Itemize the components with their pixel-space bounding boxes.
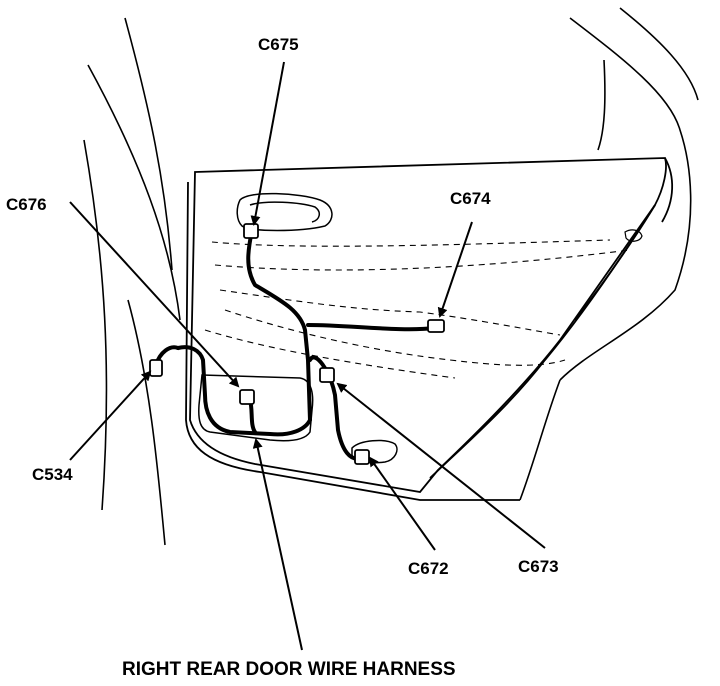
- connector-c672: [354, 449, 370, 465]
- leader-c673: [336, 382, 546, 549]
- contour-upper: [211, 239, 611, 247]
- harness-main: [176, 228, 312, 437]
- leader-c675: [250, 61, 285, 226]
- label-c676: C676: [6, 195, 47, 214]
- connector-c673: [319, 367, 335, 383]
- connector-c534: [149, 359, 163, 377]
- handle-recess: [236, 192, 333, 232]
- quarter-panel-upper: [559, 17, 692, 381]
- contour-pocket: [204, 329, 456, 379]
- connector-c674: [427, 319, 445, 333]
- handle-recess-inner: [249, 201, 320, 223]
- door-inner-edge: [429, 204, 656, 479]
- leader-harness: [252, 438, 303, 651]
- label-c534: C534: [32, 465, 73, 484]
- leader-c676: [69, 201, 240, 388]
- door-outline: [185, 157, 674, 501]
- leader-c534: [69, 370, 152, 461]
- label-c674: C674: [450, 189, 491, 208]
- door-contours: [204, 239, 631, 379]
- door-rear-edge: [661, 157, 674, 223]
- leader-arrows: [69, 61, 546, 651]
- handle-recess-outer: [236, 192, 333, 232]
- body-side-curve: [83, 139, 108, 511]
- door-outer-edge: [185, 181, 520, 501]
- latch-notch: [624, 229, 643, 242]
- roof-line: [619, 7, 699, 101]
- harness-branch-c674: [306, 323, 437, 332]
- contour-lower: [224, 309, 566, 366]
- pillar-curve-inner: [127, 299, 166, 546]
- contour-armrest: [214, 249, 631, 271]
- leader-c674: [437, 221, 473, 318]
- connector-c676: [239, 389, 255, 405]
- wire-harness: [154, 228, 437, 461]
- door-inner-panel: [189, 157, 667, 493]
- label-c673: C673: [518, 557, 559, 576]
- label-c675: C675: [258, 35, 299, 54]
- leader-c672: [368, 456, 436, 551]
- quarter-panel-lower: [519, 379, 561, 501]
- label-c672: C672: [408, 559, 449, 578]
- body-outline: [83, 7, 699, 546]
- harness-branch-c672: [308, 355, 364, 461]
- diagram-title: RIGHT REAR DOOR WIRE HARNESS: [122, 659, 456, 680]
- connector-c675: [243, 223, 259, 239]
- pillar-curve-outer: [87, 64, 181, 321]
- b-pillar-line: [124, 17, 173, 271]
- connectors: [149, 223, 445, 465]
- c-pillar-line: [597, 59, 606, 151]
